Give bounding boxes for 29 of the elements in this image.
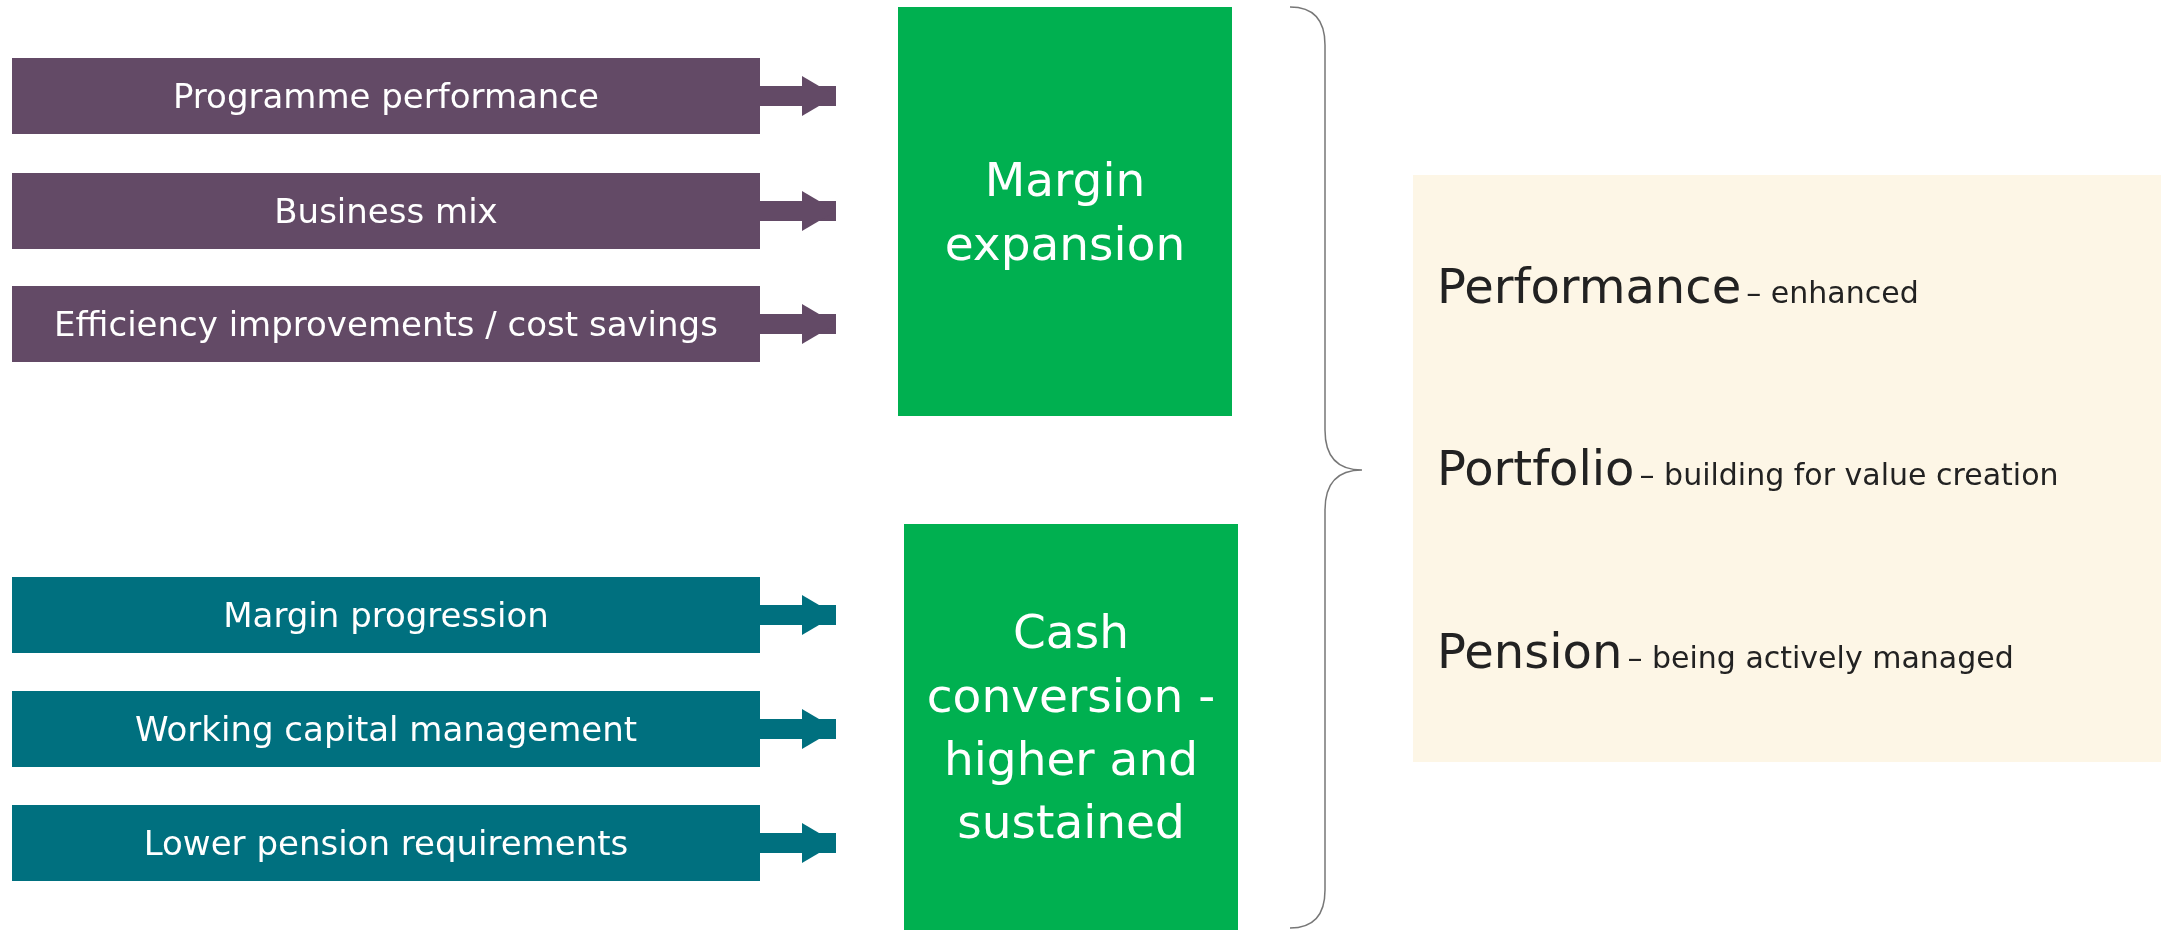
panel-heading: Portfolio (1437, 440, 1635, 497)
outcome-box (898, 7, 1232, 416)
driver-bar (12, 58, 760, 134)
outcome-label: Cash conversion - higher and sustained (925, 603, 1217, 852)
panel-note: – being actively managed (1627, 639, 2014, 675)
arrow (760, 304, 836, 344)
panel-note: – enhanced (1746, 275, 1919, 311)
summary-panel (1413, 175, 2161, 762)
driver-label: Efficiency improvements / cost savings (54, 304, 718, 344)
driver-bar (12, 577, 760, 653)
arrow (760, 76, 836, 116)
driver-bar (12, 805, 760, 881)
driver-label: Working capital management (134, 709, 638, 749)
panel-heading: Pension (1437, 622, 1623, 679)
arrow (760, 595, 836, 635)
outcome-label: Margin expansion (943, 151, 1187, 273)
driver-label: Lower pension requirements (143, 823, 629, 863)
arrow (760, 191, 836, 231)
arrow (760, 709, 836, 749)
driver-bar (12, 691, 760, 767)
arrow (760, 823, 836, 863)
driver-label: Margin progression (223, 595, 549, 635)
panel-note: – building for value creation (1639, 457, 2059, 493)
outcome-box (904, 524, 1238, 930)
panel-heading: Performance (1437, 258, 1742, 315)
driver-label: Business mix (274, 191, 498, 231)
driver-bar (12, 173, 760, 249)
driver-label: Programme performance (172, 76, 599, 116)
driver-bar (12, 286, 760, 362)
